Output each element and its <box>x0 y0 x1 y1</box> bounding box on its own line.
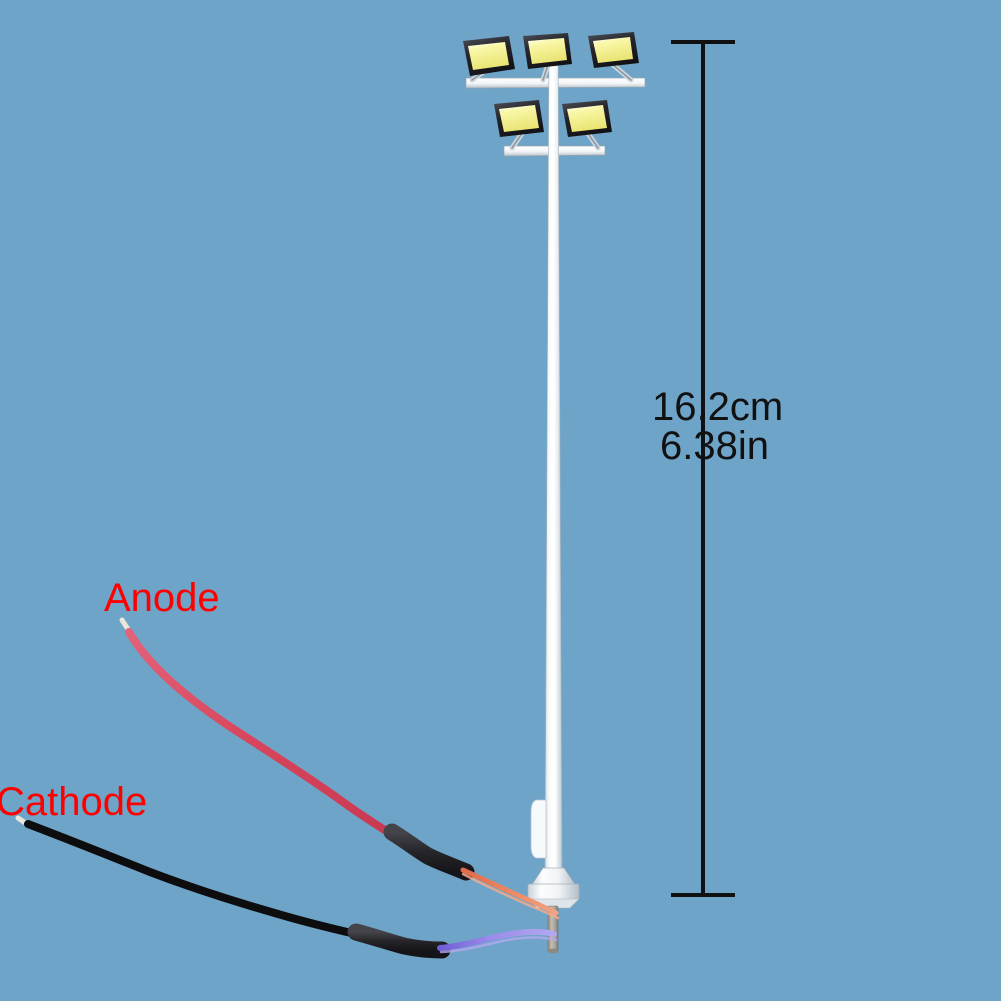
dimension-metric-text: 16.2cm <box>652 385 784 429</box>
cathode-resistor-sleeve <box>347 923 451 959</box>
anode-wire-assembly <box>119 617 560 920</box>
base-plate <box>527 883 580 901</box>
pole-access-door <box>530 799 547 859</box>
fixture-stem-shadow <box>586 131 599 149</box>
fixture-led-panel <box>567 105 607 132</box>
cathode-label: Cathode <box>0 780 148 824</box>
fixture-stem-shadow <box>511 131 524 149</box>
lamp-post <box>463 32 646 954</box>
floodlight-fixture-upper-right <box>588 32 639 83</box>
cathode-wire-black-segment <box>24 820 364 939</box>
fixture-led-panel <box>468 42 509 70</box>
fixture-led-panel <box>499 105 539 132</box>
anode-label: Anode <box>104 576 220 620</box>
floodlight-fixture-lower-left <box>494 100 544 151</box>
pin-tip <box>548 948 558 954</box>
floodlight-fixture-upper-middle <box>523 33 572 83</box>
anode-thin-lead <box>460 867 559 916</box>
pole-highlight <box>551 44 556 868</box>
dimension-indicator <box>671 40 735 897</box>
cathode-thin-lead <box>437 928 557 951</box>
floodlight-fixture-lower-right <box>562 100 612 151</box>
anode-wire-red-segment <box>125 628 398 840</box>
anode-resistor-sleeve <box>383 823 475 881</box>
fixture-led-panel <box>528 38 567 64</box>
fixture-led-panel <box>593 37 633 63</box>
dimension-imperial-text: 6.38in <box>660 424 769 468</box>
cathode-thin-lead-strand <box>439 936 558 954</box>
pole-base <box>527 867 580 909</box>
fixture-stem-shadow <box>611 63 632 81</box>
cathode-wire-assembly <box>15 815 558 959</box>
base-taper <box>530 867 577 887</box>
floodlight-fixture-upper-left <box>463 36 515 83</box>
anode-thin-lead-strand <box>461 872 560 920</box>
